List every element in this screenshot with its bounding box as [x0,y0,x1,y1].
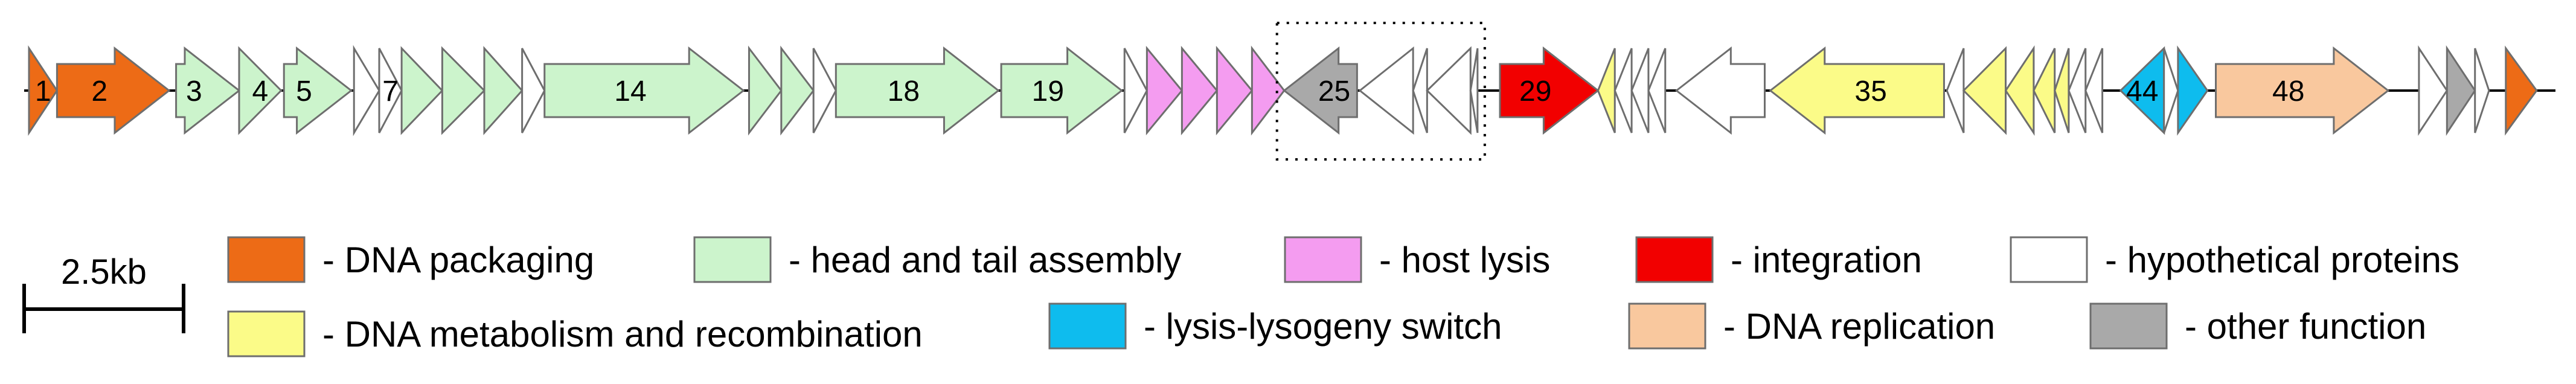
gene-arrow-dna-packaging-1 [28,45,59,136]
gene-label-25: 25 [1318,75,1350,107]
legend-swatch-dna-metabolism [227,310,306,357]
gene-arrow-hypothetical-26 [1426,46,1472,135]
gene-arrow-hypothetical-35 [1946,48,1965,133]
gene-arrow-host-lysis-20 [1181,45,1219,136]
gene-arrow-host-lysis-22 [1251,45,1286,136]
gene-arrow-integration-29 [1499,46,1600,135]
gene-label-5: 5 [296,75,312,107]
legend-label-dna-packaging: - DNA packaging [322,240,594,280]
legend: - DNA packaging - head and tail assembly -… [227,236,2459,357]
gene-label-4: 4 [252,75,268,107]
gene-label-2: 2 [91,75,107,107]
scale-bar-label: 2.5kb [61,252,147,292]
gene-label-14: 14 [614,75,646,107]
gene-arrow-hypothetical-46 [2418,45,2449,136]
gene-arrow-dna-metabolism-39 [2054,48,2070,133]
gene-label-44: 44 [2126,75,2158,107]
gene-arrow-hypothetical-48 [2474,48,2490,133]
legend-swatch-hypothetical [2010,236,2088,283]
gene-arrow-hypothetical-11 [521,48,546,133]
legend-label-dna-replication: - DNA replication [1723,306,1995,347]
gene-arrow-hypothetical-30 [1613,48,1633,133]
gene-arrow-hypothetical-25 [1412,48,1428,133]
legend-label-hypothetical: - hypothetical proteins [2105,240,2459,280]
gene-arrow-head-tail-14 [780,45,815,136]
gene-label-1: 1 [35,75,51,107]
gene-label-19: 19 [1032,75,1064,107]
legend-swatch-integration [1635,236,1714,283]
gene-arrow-head-tail-18 [835,46,1000,135]
legend-label-integration: - integration [1731,240,1922,280]
gene-arrow-dna-packaging-2 [56,46,171,135]
gene-label-48: 48 [2272,75,2304,107]
gene-arrow-hypothetical-33 [1674,46,1766,135]
gene-arrow-dna-replication-48 [2215,46,2390,135]
gene-label-18: 18 [888,75,920,107]
gene-arrow-dna-packaging-49 [2505,45,2538,136]
gene-arrow-dna-metabolism-36 [1962,46,2007,135]
gene-arrow-other-25 [1283,46,1358,135]
gene-arrow-hypothetical-24 [1358,46,1414,135]
gene-arrow-hypothetical-43 [2163,48,2179,133]
gene-label-3: 3 [186,75,202,107]
legend-swatch-switch [1048,302,1127,350]
gene-label-29: 29 [1519,75,1551,107]
gene-arrow-other-47 [2446,45,2476,136]
gene-arrow-host-lysis-21 [1216,45,1254,136]
legend-label-other: - other function [2185,306,2426,347]
gene-arrow-host-lysis-19 [1145,45,1184,136]
legend-swatch-host-lysis [1284,236,1362,283]
gene-arrow-head-tail-4 [238,46,283,135]
gene-arrow-hypothetical-40 [2068,48,2087,133]
gene-arrow-head-tail-5 [283,46,353,135]
gene-arrow-hypothetical-32 [1647,48,1667,133]
gene-arrow-dna-metabolism-37 [2004,45,2035,136]
scale-bar: 2.5kb [22,252,185,333]
gene-arrow-dna-metabolism-38 [2033,48,2056,133]
legend-swatch-dna-packaging [227,236,306,283]
boxed-gene-region [1275,22,1486,161]
gene-arrow-hypothetical-41 [2084,48,2104,133]
gene-arrow-hypothetical-31 [1630,48,1650,133]
gene-arrow-head-tail-10 [483,46,524,135]
gene-arrow-dna-metabolism-35 [1769,46,1945,135]
gene-arrow-head-tail-14 [543,46,745,135]
legend-label-dna-metabolism: - DNA metabolism and recombination [322,314,923,354]
gene-arrow-hypothetical-27 [1469,48,1479,133]
gene-arrow-hypothetical-15 [812,48,838,133]
gene-label-7: 7 [382,75,399,107]
gene-arrow-hypothetical-6 [353,45,380,136]
legend-label-host-lysis: - host lysis [1379,240,1550,280]
legend-swatch-dna-replication [1628,302,1706,350]
gene-arrow-head-tail-8 [400,46,444,135]
legend-swatch-head-tail [693,236,772,283]
legend-label-head-tail: - head and tail assembly [789,240,1181,280]
legend-swatch-other [2089,302,2168,350]
gene-arrow-switch-44 [2177,45,2209,136]
gene-arrow-head-tail-19 [1000,46,1124,135]
gene-label-35: 35 [1854,75,1886,107]
gene-arrow-hypothetical-7 [378,48,403,133]
gene-arrow-hypothetical-18 [1123,48,1149,133]
legend-label-switch: - lysis-lysogeny switch [1144,306,1502,347]
gene-arrow-head-tail-9 [441,46,486,135]
gene-arrow-head-tail-13 [748,45,783,136]
gene-arrow-dna-metabolism-29 [1597,48,1616,133]
gene-arrow-head-tail-3 [175,46,241,135]
